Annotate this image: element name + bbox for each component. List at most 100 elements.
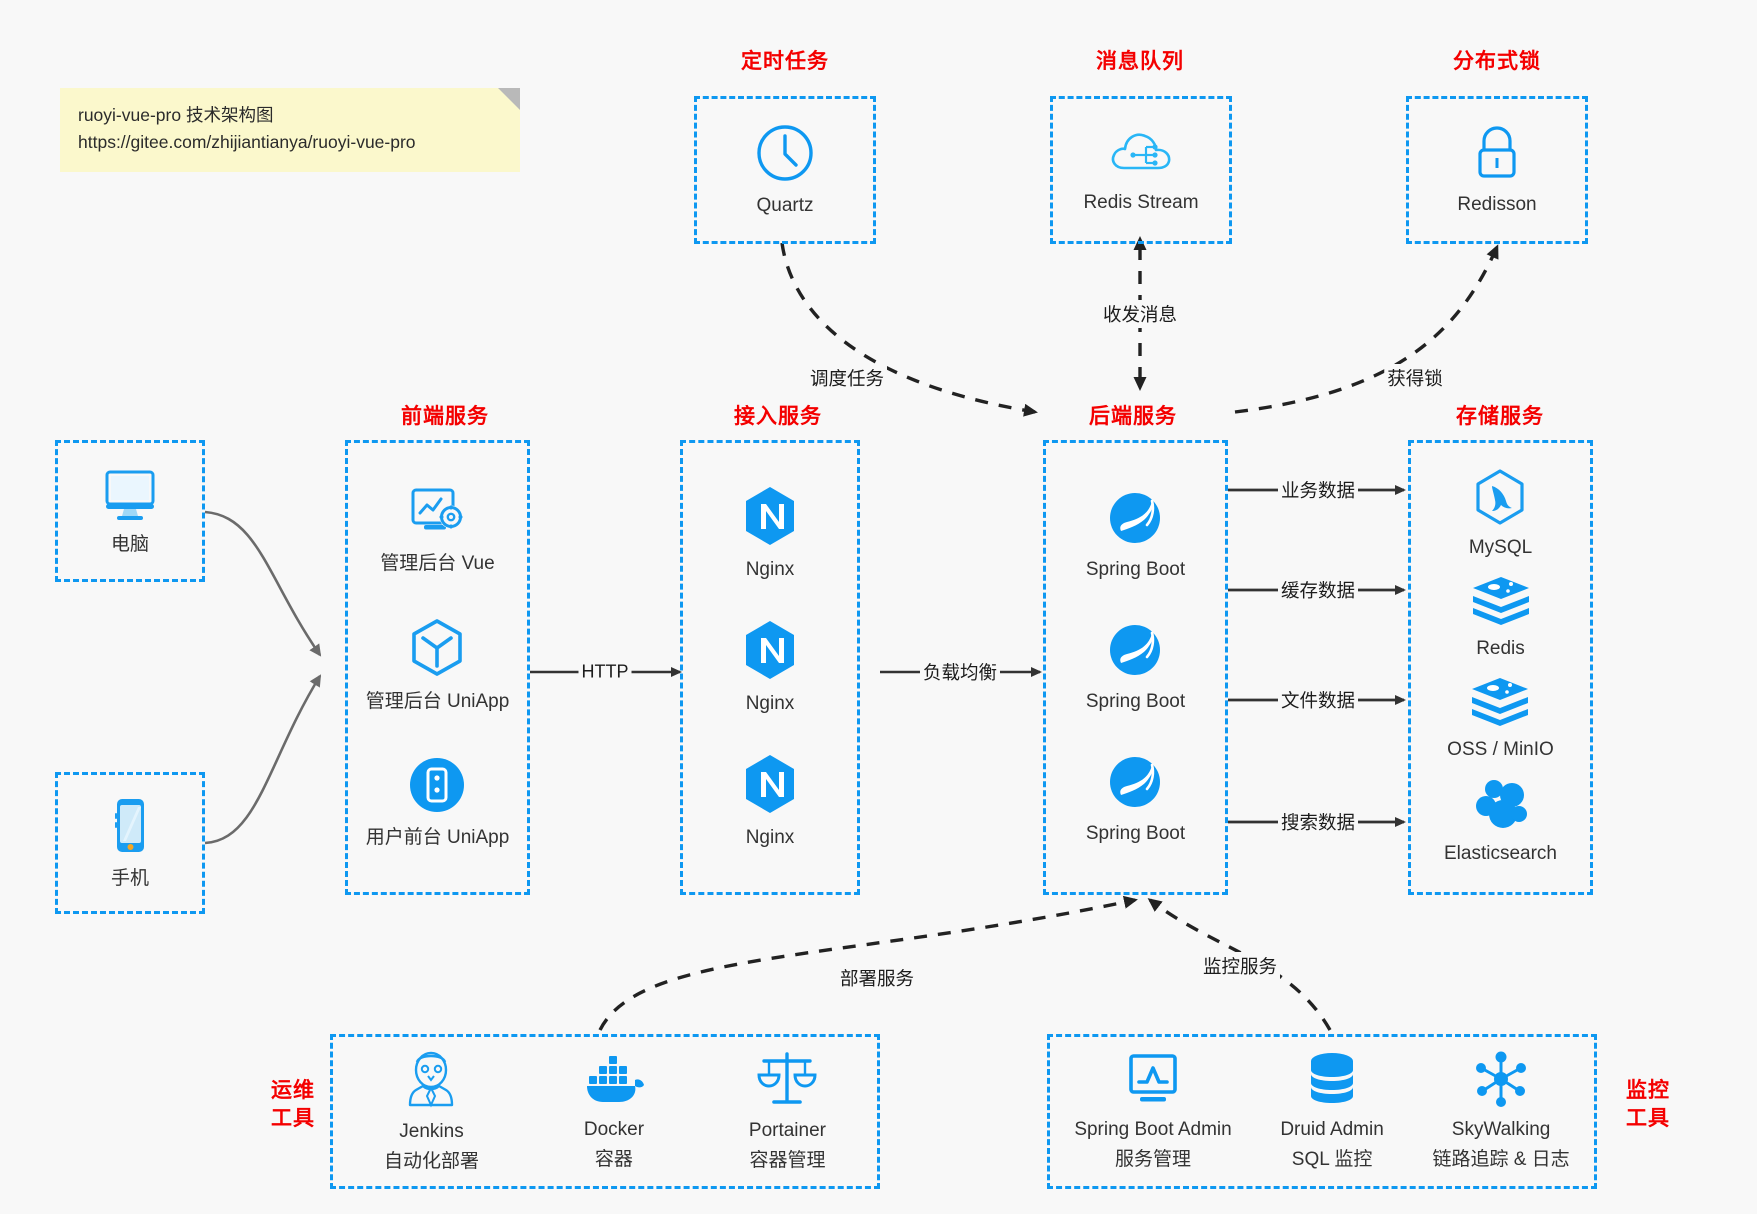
group-box-phone[interactable]: 手机: [55, 772, 205, 914]
group-title-monitor: 监控 工具: [1613, 1077, 1683, 1134]
node-nginx-1[interactable]: Nginx: [741, 484, 799, 583]
node-label: Quartz: [756, 194, 814, 216]
node-label: Druid Admin: [1280, 1119, 1384, 1141]
scales-icon: [757, 1052, 817, 1105]
node-nginx-2[interactable]: Nginx: [741, 618, 799, 717]
node-label: Elasticsearch: [1444, 843, 1557, 865]
docker-whale-icon: [586, 1056, 644, 1103]
edge-label-biz-data: 业务数据: [1277, 476, 1359, 504]
node-sublabel: 容器管理: [749, 1150, 826, 1172]
group-box-computer[interactable]: 电脑: [55, 440, 205, 582]
node-label: 管理后台 UniApp: [365, 691, 510, 713]
node-label: Spring Boot: [1085, 823, 1186, 845]
edge-acquire-lock: [1234, 244, 1499, 414]
spring-leaf-icon: [1110, 757, 1161, 808]
monitor-chart-icon: [1129, 1054, 1177, 1102]
group-box-distributed-lock[interactable]: Redisson: [1406, 96, 1588, 244]
node-docker[interactable]: Docker 容器: [581, 1050, 647, 1172]
group-box-frontend[interactable]: 管理后台 Vue 管理后台 UniApp 用户前台 UniApp: [345, 440, 530, 895]
group-box-message-queue[interactable]: Redis Stream: [1050, 96, 1232, 244]
edge-label-message-queue: 收发消息: [1099, 300, 1181, 328]
mobile-icon: [115, 798, 144, 852]
node-computer[interactable]: 电脑: [99, 465, 161, 558]
group-title-message-queue: 消息队列: [1096, 50, 1184, 73]
devops-title-line1: 运维: [271, 1079, 315, 1102]
nginx-icon: [746, 487, 794, 546]
redis-stack-icon: [1472, 677, 1529, 726]
group-title-storage: 存储服务: [1456, 405, 1544, 428]
elasticsearch-icon: [1475, 780, 1527, 829]
group-box-storage[interactable]: MySQL Redis OSS / MinIO: [1408, 440, 1593, 895]
node-label: Nginx: [745, 826, 795, 848]
edge-label-schedule-task: 调度任务: [806, 364, 888, 392]
group-box-monitor[interactable]: Spring Boot Admin 服务管理 Druid Admin SQL 监…: [1047, 1034, 1597, 1189]
note-line-1: ruoyi-vue-pro 技术架构图: [78, 105, 274, 125]
spring-leaf-icon: [1110, 492, 1161, 543]
node-nginx-3[interactable]: Nginx: [741, 752, 799, 851]
lock-icon: [1478, 126, 1516, 178]
node-label: 用户前台 UniApp: [365, 826, 510, 848]
node-redis-stream[interactable]: Redis Stream: [1083, 125, 1199, 216]
node-label: OSS / MinIO: [1447, 738, 1554, 760]
group-box-gateway[interactable]: Nginx Nginx Nginx: [680, 440, 860, 895]
node-springboot-3[interactable]: Spring Boot: [1086, 752, 1185, 847]
node-sublabel: 链路追踪 & 日志: [1432, 1149, 1570, 1171]
node-quartz[interactable]: Quartz: [754, 122, 816, 219]
edge-label-monitor-service: 监控服务: [1199, 952, 1281, 980]
node-label: MySQL: [1468, 537, 1533, 559]
edge-label-file-data: 文件数据: [1277, 686, 1359, 714]
note-line-2: https://gitee.com/zhijiantianya/ruoyi-vu…: [78, 132, 416, 153]
node-elasticsearch[interactable]: Elasticsearch: [1444, 776, 1557, 867]
node-admin-uniapp[interactable]: 管理后台 UniApp: [365, 616, 510, 715]
node-redisson[interactable]: Redisson: [1457, 123, 1537, 218]
node-label: Jenkins: [399, 1121, 464, 1143]
edge-label-search-data: 搜索数据: [1277, 808, 1359, 836]
node-label: 管理后台 Vue: [380, 553, 495, 575]
mysql-dolphin-icon: [1476, 469, 1525, 525]
node-phone[interactable]: 手机: [107, 795, 153, 892]
monitor-title-line1: 监控: [1626, 1079, 1670, 1102]
node-user-uniapp[interactable]: 用户前台 UniApp: [365, 754, 510, 851]
node-mysql[interactable]: MySQL: [1469, 468, 1532, 561]
node-admin-vue[interactable]: 管理后台 Vue: [380, 484, 495, 577]
group-title-distributed-lock: 分布式锁: [1453, 50, 1541, 73]
node-portainer[interactable]: Portainer 容器管理: [749, 1049, 826, 1173]
edge-label-load-balance: 负载均衡: [919, 658, 1001, 686]
skywalking-node-icon: [1476, 1051, 1527, 1108]
node-skywalking[interactable]: SkyWalking 链路追踪 & 日志: [1432, 1050, 1570, 1172]
sticky-note: ruoyi-vue-pro 技术架构图 https://gitee.com/zh…: [60, 88, 520, 173]
node-label: Spring Boot: [1085, 691, 1186, 713]
node-label: SkyWalking: [1451, 1119, 1551, 1141]
devops-title-line2: 工具: [271, 1107, 315, 1131]
node-label: 手机: [110, 867, 149, 889]
node-label: Spring Boot: [1085, 558, 1186, 580]
jenkins-butler-icon: [409, 1052, 454, 1108]
group-box-backend[interactable]: Spring Boot Spring Boot Spring Boot: [1043, 440, 1228, 895]
node-springboot-2[interactable]: Spring Boot: [1086, 620, 1185, 715]
group-title-devops: 运维 工具: [258, 1077, 328, 1134]
nginx-icon: [746, 754, 794, 813]
node-jenkins[interactable]: Jenkins 自动化部署: [384, 1048, 479, 1174]
node-oss-minio[interactable]: OSS / MinIO: [1447, 676, 1554, 763]
group-title-gateway: 接入服务: [734, 405, 822, 428]
node-label: Redis Stream: [1083, 191, 1199, 213]
node-springboot-1[interactable]: Spring Boot: [1086, 488, 1185, 583]
cube-icon: [412, 619, 463, 676]
app-circle-icon: [410, 757, 465, 812]
group-box-devops[interactable]: Jenkins 自动化部署 Docker 容器: [330, 1034, 880, 1189]
node-sublabel: 自动化部署: [383, 1151, 479, 1173]
cloud-stream-icon: [1111, 133, 1171, 169]
group-title-backend: 后端服务: [1089, 405, 1177, 428]
node-label: 电脑: [110, 533, 149, 555]
node-label: Nginx: [745, 559, 795, 581]
database-icon: [1311, 1053, 1354, 1104]
node-druid-admin[interactable]: Druid Admin SQL 监控: [1280, 1050, 1384, 1172]
node-redis[interactable]: Redis: [1470, 575, 1532, 662]
redis-stack-icon: [1472, 576, 1529, 625]
node-spring-boot-admin[interactable]: Spring Boot Admin 服务管理: [1074, 1050, 1232, 1172]
clock-icon: [757, 124, 813, 181]
monitor-title-line2: 工具: [1626, 1107, 1670, 1131]
edge-label-acquire-lock: 获得锁: [1384, 364, 1446, 392]
group-box-scheduled-task[interactable]: Quartz: [694, 96, 876, 244]
node-label: Docker: [583, 1119, 645, 1141]
